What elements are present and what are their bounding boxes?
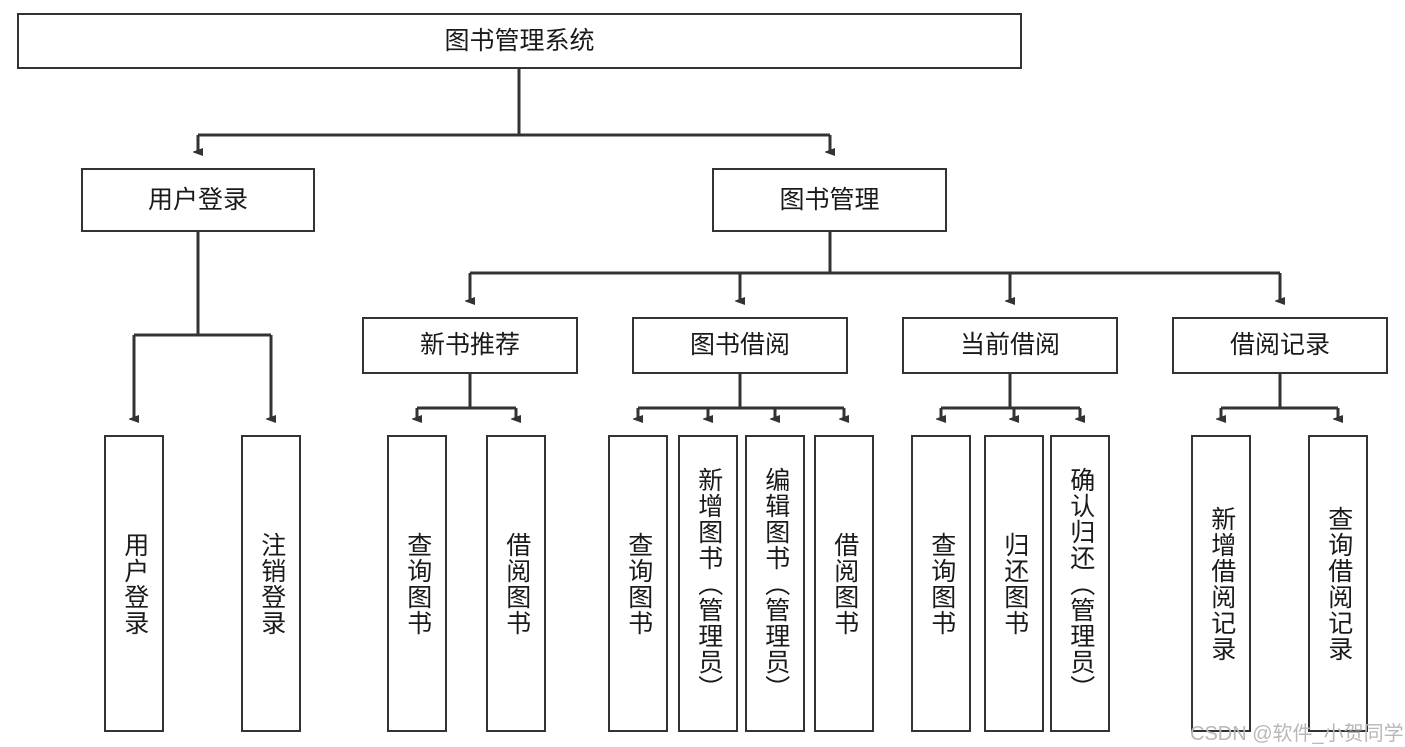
node-current-borrow[interactable]: 当前借阅: [902, 317, 1118, 374]
node-leaf-confirm-return-admin[interactable]: 确认归还（管理员）: [1050, 435, 1110, 732]
node-new-book-rec[interactable]: 新书推荐: [362, 317, 578, 374]
node-leaf-query-book-1[interactable]: 查询图书: [387, 435, 447, 732]
node-leaf-query-book-3-label: 查询图书: [927, 531, 956, 636]
node-leaf-borrow-book-2-label: 借阅图书: [830, 531, 859, 636]
node-leaf-borrow-book-2[interactable]: 借阅图书: [814, 435, 874, 732]
node-user-login[interactable]: 用户登录: [81, 168, 315, 232]
node-leaf-confirm-return-admin-label: 确认归还（管理员）: [1066, 466, 1095, 701]
node-leaf-query-borrow-record-label: 查询借阅记录: [1324, 505, 1353, 662]
node-new-book-rec-label: 新书推荐: [419, 331, 520, 360]
node-current-borrow-label: 当前借阅: [959, 331, 1060, 360]
node-leaf-query-borrow-record[interactable]: 查询借阅记录: [1308, 435, 1368, 732]
watermark-text: CSDN @软件_小贺同学: [1190, 723, 1404, 745]
node-book-manage[interactable]: 图书管理: [712, 168, 947, 232]
watermark: CSDN @软件_小贺同学: [1190, 717, 1404, 746]
node-leaf-add-borrow-record-label: 新增借阅记录: [1207, 505, 1236, 662]
node-leaf-query-book-2-label: 查询图书: [624, 531, 653, 636]
node-leaf-edit-book-admin-label: 编辑图书（管理员）: [761, 466, 790, 701]
node-root-label: 图书管理系统: [444, 26, 595, 55]
node-leaf-borrow-book-1-label: 借阅图书: [502, 531, 531, 636]
node-leaf-query-book-2[interactable]: 查询图书: [608, 435, 668, 732]
node-leaf-logout-login[interactable]: 注销登录: [241, 435, 301, 732]
node-leaf-return-book[interactable]: 归还图书: [984, 435, 1044, 732]
node-leaf-query-book-3[interactable]: 查询图书: [911, 435, 971, 732]
node-leaf-borrow-book-1[interactable]: 借阅图书: [486, 435, 546, 732]
node-borrow-record[interactable]: 借阅记录: [1172, 317, 1388, 374]
node-leaf-add-book-admin[interactable]: 新增图书（管理员）: [678, 435, 738, 732]
node-leaf-logout-login-label: 注销登录: [257, 531, 286, 636]
node-leaf-add-borrow-record[interactable]: 新增借阅记录: [1191, 435, 1251, 732]
node-book-borrow[interactable]: 图书借阅: [632, 317, 848, 374]
node-leaf-add-book-admin-label: 新增图书（管理员）: [694, 466, 723, 701]
node-user-login-label: 用户登录: [147, 185, 248, 214]
node-root[interactable]: 图书管理系统: [17, 13, 1022, 69]
node-leaf-query-book-1-label: 查询图书: [403, 531, 432, 636]
node-leaf-return-book-label: 归还图书: [1000, 531, 1029, 636]
node-borrow-record-label: 借阅记录: [1229, 331, 1330, 360]
node-leaf-user-login-label: 用户登录: [120, 531, 149, 636]
node-book-manage-label: 图书管理: [779, 185, 880, 214]
node-leaf-edit-book-admin[interactable]: 编辑图书（管理员）: [745, 435, 805, 732]
node-book-borrow-label: 图书借阅: [689, 331, 790, 360]
node-leaf-user-login[interactable]: 用户登录: [104, 435, 164, 732]
